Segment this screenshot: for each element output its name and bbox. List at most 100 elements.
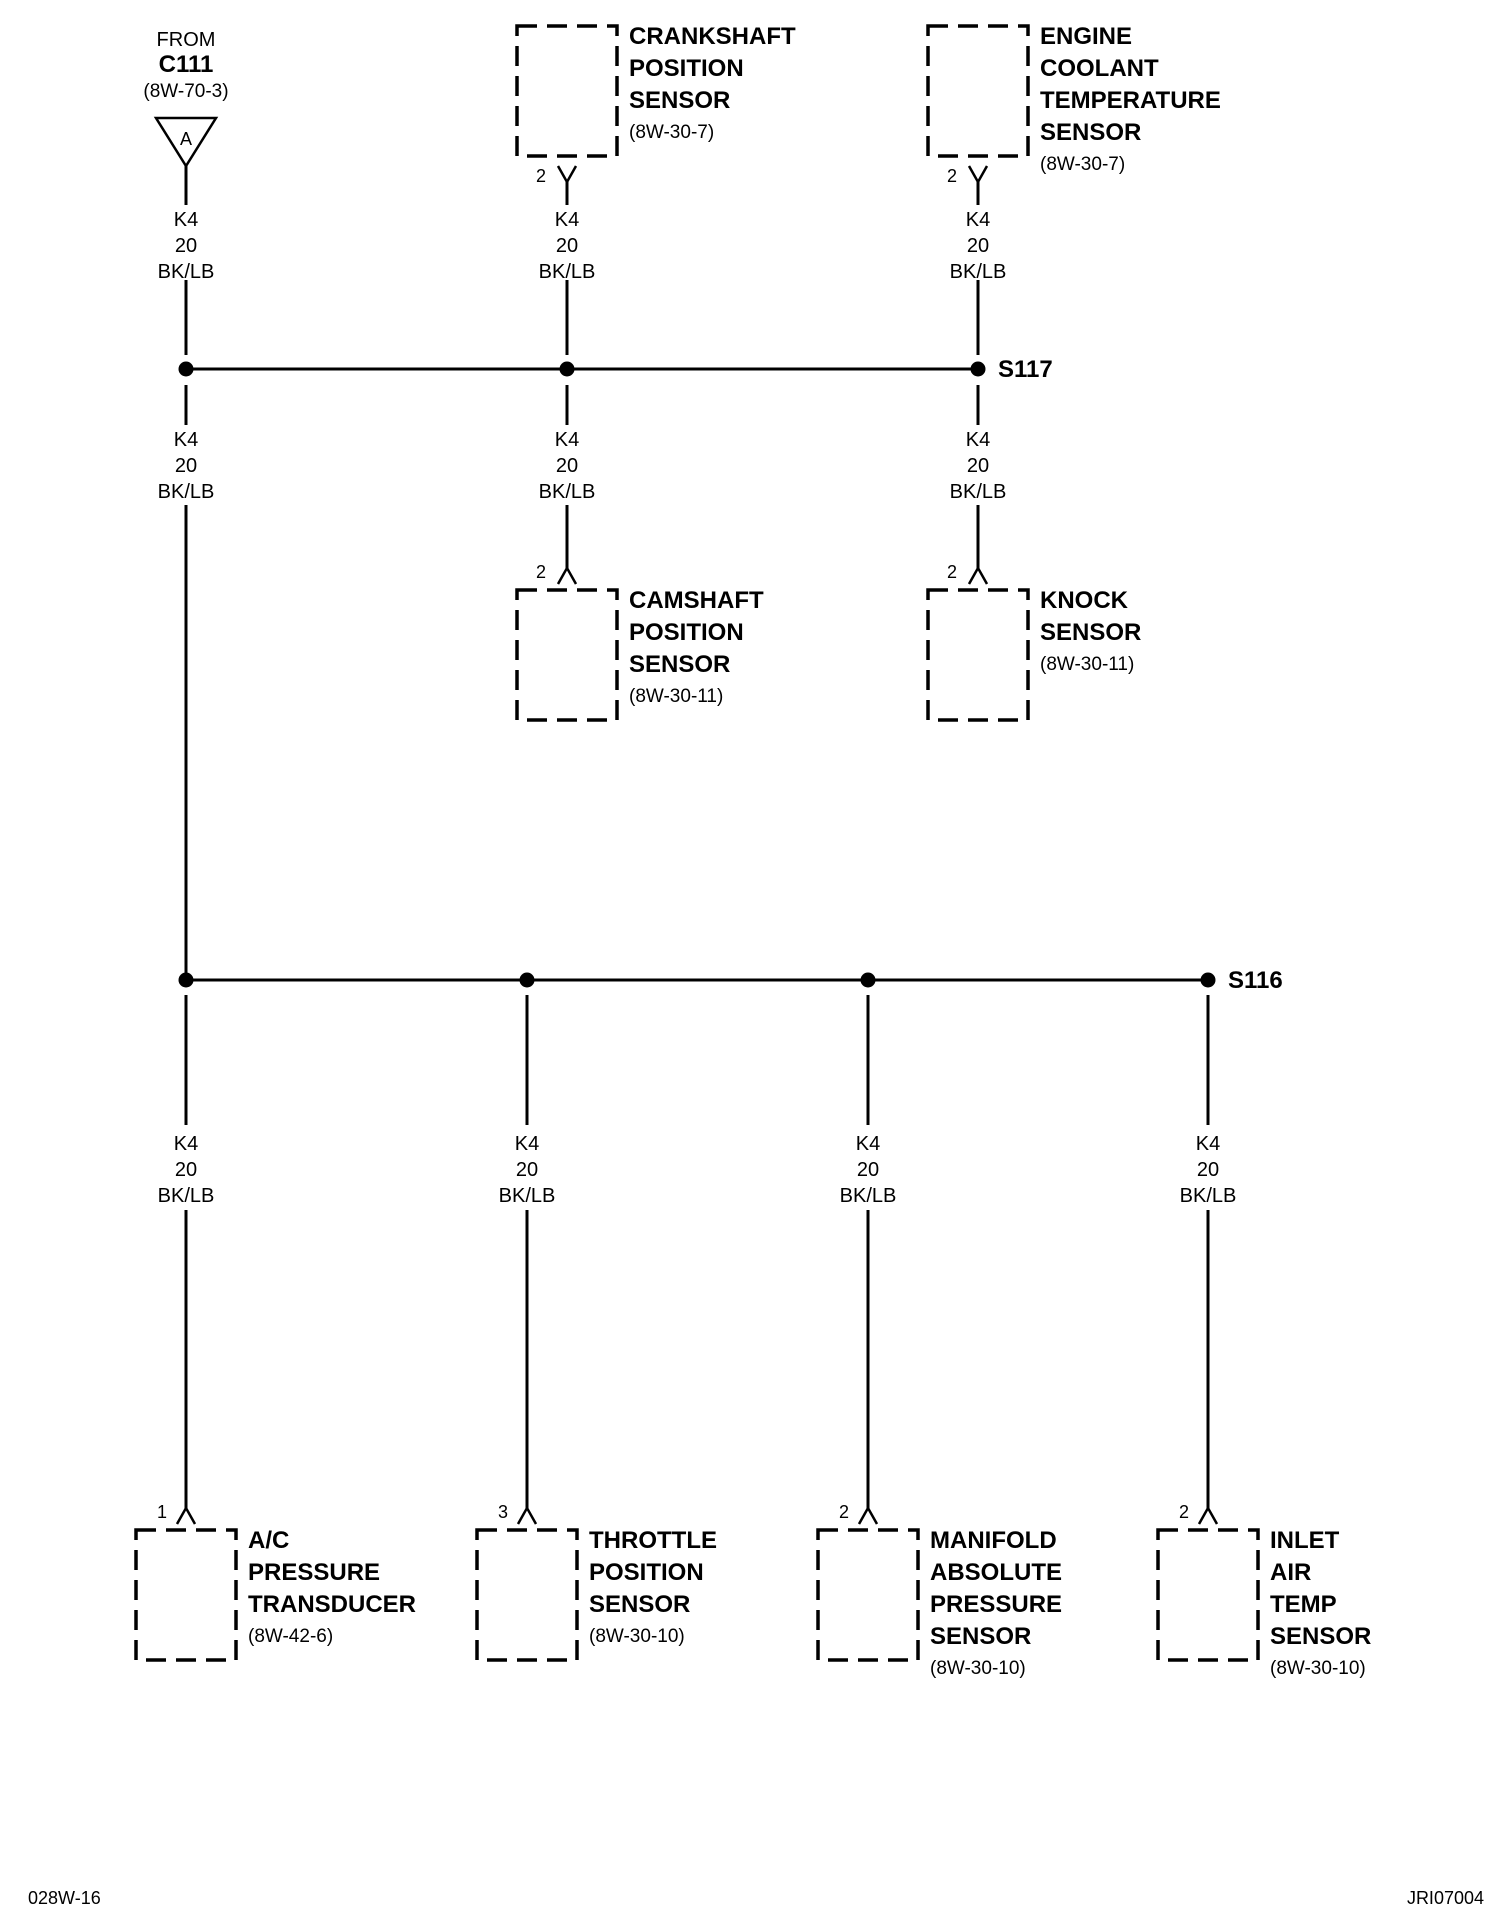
pin-number: 2 [536,562,546,582]
wire-label-group: K4 20 BK/LB [539,429,596,503]
pin-number: 2 [536,166,546,186]
wire-color: BK/LB [158,261,215,283]
component-name-line: POSITION [589,1559,704,1586]
wire-circuit: K4 [174,1133,198,1155]
splice-dot [178,361,194,377]
pin-number: 2 [839,1502,849,1522]
component-name-line: THROTTLE [589,1527,717,1554]
wire-color: BK/LB [158,481,215,503]
connector-triangle-icon [153,116,219,169]
component-name-line: INLET [1270,1527,1340,1554]
splice-dot-s117 [970,361,986,377]
splice-dots [178,361,1216,988]
component-box [475,1528,579,1662]
wire-label-group: K4 20 BK/LB [158,429,215,503]
terminal-icon [556,565,578,585]
splice-dot [178,972,194,988]
component-name-line: CAMSHAFT [629,587,764,614]
component-ect-sensor: 2 ENGINE COOLANT TEMPERATURE SENSOR (8W-… [926,23,1221,186]
component-ref: (8W-30-10) [930,1658,1026,1679]
component-name-line: PRESSURE [248,1559,380,1586]
component-box [926,24,1030,158]
terminal-icon [175,1505,197,1525]
component-ref: (8W-30-7) [1040,154,1125,175]
image-code: JRI07004 [1407,1888,1484,1908]
page-code: 028W-16 [28,1888,101,1908]
wire-color: BK/LB [158,1185,215,1207]
wire-gauge: 20 [1197,1159,1219,1181]
wire-labels: K4 20 BK/LB K4 20 BK/LB K4 20 BK/LB K4 2… [158,209,1237,1207]
wire-color: BK/LB [840,1185,897,1207]
component-name-line: SENSOR [930,1623,1031,1650]
component-box [134,1528,238,1662]
wire-label-group: K4 20 BK/LB [158,209,215,283]
wire-color: BK/LB [499,1185,556,1207]
wire-circuit: K4 [966,429,990,451]
component-ref: (8W-30-10) [1270,1658,1366,1679]
wire-circuit: K4 [555,429,579,451]
component-throttle-position-sensor: 3 THROTTLE POSITION SENSOR (8W-30-10) [475,1502,717,1662]
wire-color: BK/LB [950,261,1007,283]
component-knock-sensor: 2 KNOCK SENSOR (8W-30-11) [926,562,1141,722]
component-name-line: CRANKSHAFT [629,23,796,50]
component-ref: (8W-30-10) [589,1626,685,1647]
component-box [1156,1528,1260,1662]
pin-number: 3 [498,1502,508,1522]
wire-gauge: 20 [175,235,197,257]
component-name-line: ENGINE [1040,23,1132,50]
wire-gauge: 20 [175,1159,197,1181]
component-name-line: SENSOR [1040,619,1141,646]
component-name-line: SENSOR [629,87,730,114]
from-label: FROM [157,29,216,51]
splice-dot-s116 [1200,972,1216,988]
wire-color: BK/LB [1180,1185,1237,1207]
component-name-line: PRESSURE [930,1591,1062,1618]
wire-label-group: K4 20 BK/LB [950,429,1007,503]
wire-gauge: 20 [857,1159,879,1181]
wire-circuit: K4 [1196,1133,1220,1155]
wire-gauge: 20 [516,1159,538,1181]
component-ac-pressure-transducer: 1 A/C PRESSURE TRANSDUCER (8W-42-6) [134,1502,416,1662]
wire-label-group: K4 20 BK/LB [840,1133,897,1207]
wire-label-group: K4 20 BK/LB [950,209,1007,283]
wire-label-group: K4 20 BK/LB [539,209,596,283]
wire-gauge: 20 [175,455,197,477]
wire-gauge: 20 [556,455,578,477]
wire-gauge: 20 [967,455,989,477]
component-box [816,1528,920,1662]
from-connector-c111: FROM C111 (8W-70-3) A [143,29,229,169]
wire-circuit: K4 [555,209,579,231]
wire-label-group: K4 20 BK/LB [1180,1133,1237,1207]
component-name-line: SENSOR [1270,1623,1371,1650]
wires [184,166,1210,1508]
wire-label-group: K4 20 BK/LB [158,1133,215,1207]
component-name-line: TEMP [1270,1591,1337,1618]
component-ref: (8W-30-11) [1040,654,1134,675]
terminal-icon [857,1505,879,1525]
splice-dot [559,361,575,377]
wire-color: BK/LB [950,481,1007,503]
component-map-sensor: 2 MANIFOLD ABSOLUTE PRESSURE SENSOR (8W-… [816,1502,1062,1679]
connector-ref: (8W-70-3) [143,81,228,102]
component-name-line: SENSOR [589,1591,690,1618]
wire-circuit: K4 [174,209,198,231]
pin-number: 2 [947,562,957,582]
terminal-icon [516,1505,538,1525]
component-name-line: SENSOR [1040,119,1141,146]
wire-color: BK/LB [539,261,596,283]
wire-color: BK/LB [539,481,596,503]
component-inlet-air-temp-sensor: 2 INLET AIR TEMP SENSOR (8W-30-10) [1156,1502,1371,1679]
component-camshaft-sensor: 2 CAMSHAFT POSITION SENSOR (8W-30-11) [515,562,764,722]
component-box [515,24,619,158]
wire-circuit: K4 [856,1133,880,1155]
terminal-icon [1197,1505,1219,1525]
splice-label-s116: S116 [1228,967,1283,994]
component-box [926,588,1030,722]
terminal-icon [967,165,989,185]
component-crankshaft-sensor: 2 CRANKSHAFT POSITION SENSOR (8W-30-7) [515,23,796,186]
component-name-line: POSITION [629,619,744,646]
wire-circuit: K4 [515,1133,539,1155]
connector-id: C111 [159,51,214,78]
component-ref: (8W-42-6) [248,1626,333,1647]
